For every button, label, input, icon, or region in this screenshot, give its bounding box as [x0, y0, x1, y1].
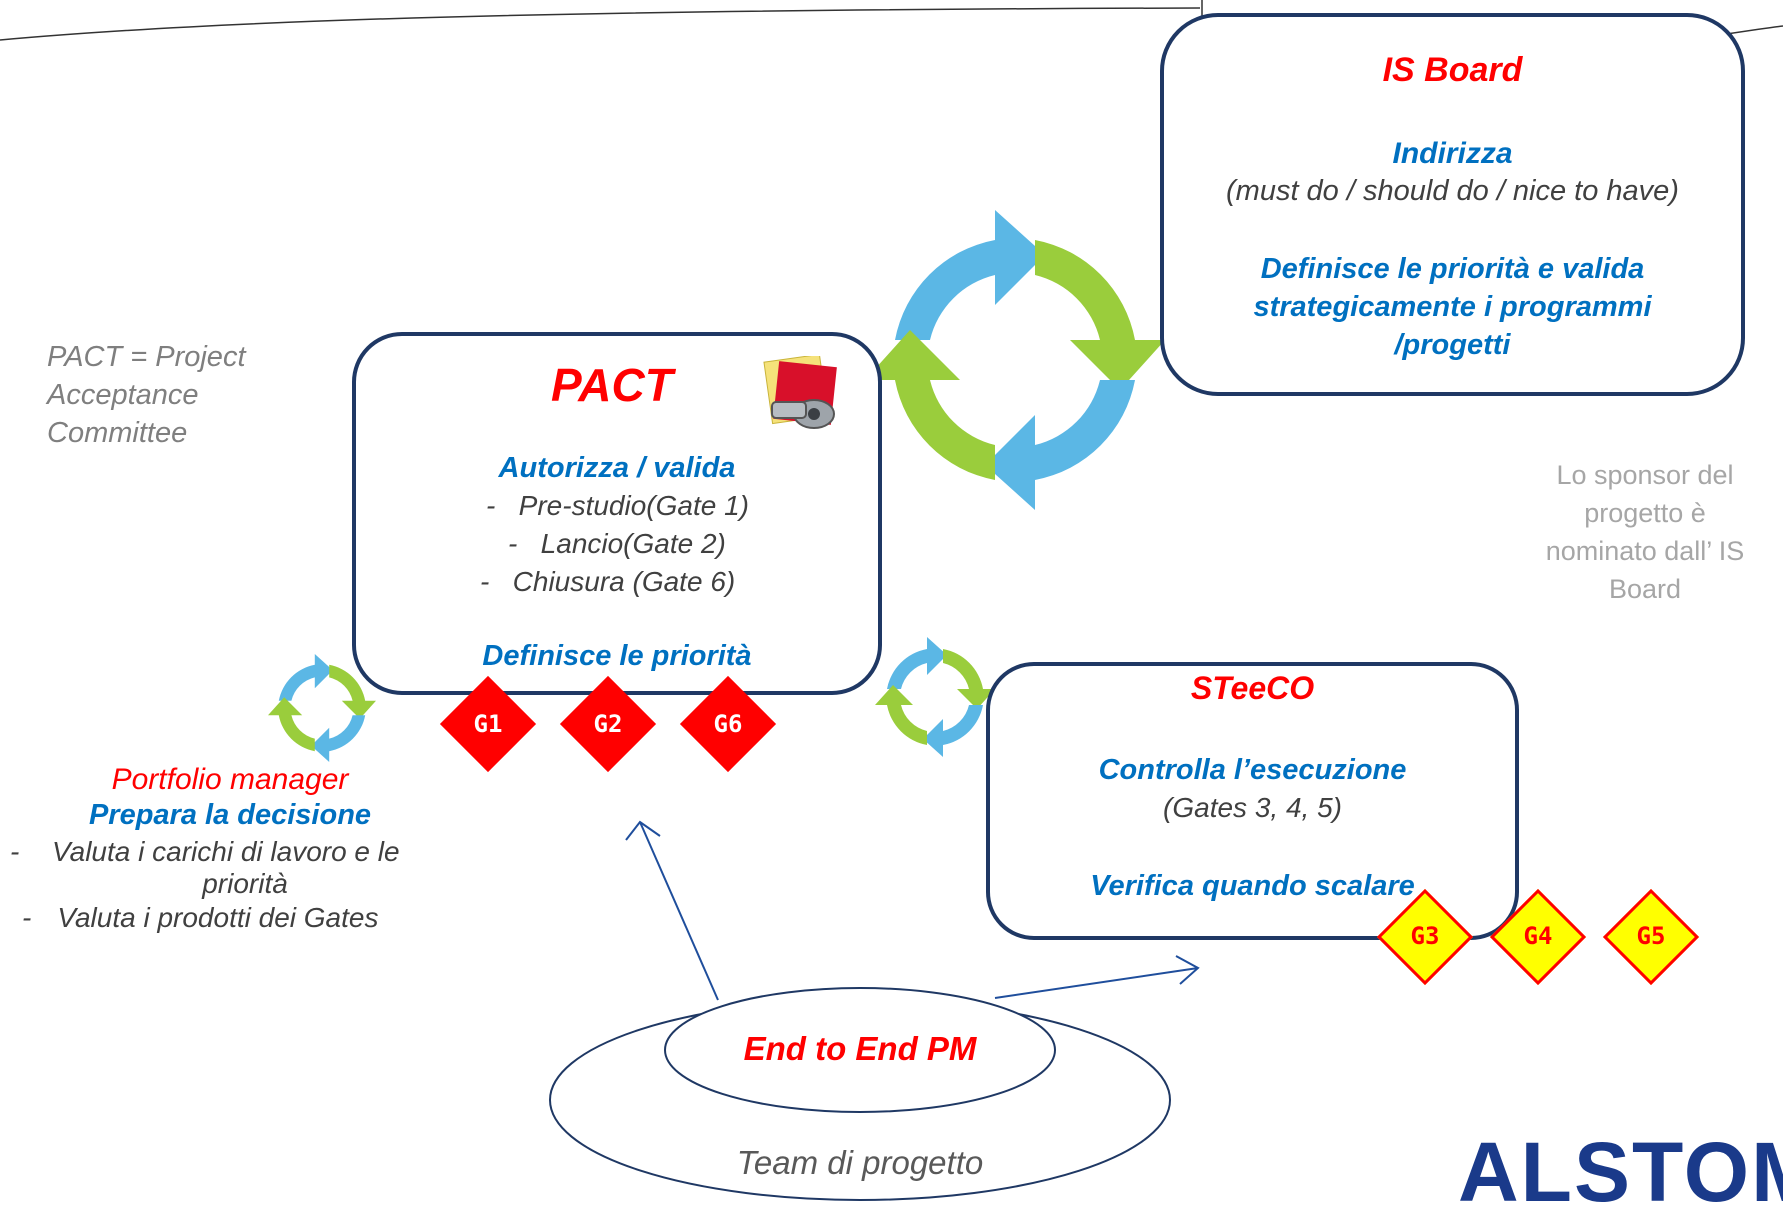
isboard-box: IS Board Indirizza (must do / should do … [1160, 13, 1745, 396]
portfolio-item-1-cont: priorità [202, 868, 288, 899]
portfolio-item-2: -Valuta i prodotti dei Gates [22, 902, 379, 933]
cycle-arrow-blue-bottom [985, 380, 1135, 510]
arrow-to-steeco-line [994, 967, 1199, 999]
portfolio-item-1-text: Valuta i carichi di lavoro e le [52, 836, 400, 867]
isboard-heading: Indirizza [1392, 137, 1513, 170]
cycle-arrow-green-right [1035, 240, 1165, 390]
pact-item-2: - Lancio(Gate 2) [508, 528, 726, 559]
sponsor-note-line-3: nominato dall’ IS [1545, 536, 1745, 566]
isboard-subheading: (must do / should do / nice to have) [1226, 175, 1679, 207]
gate-g5-label: G5 [1636, 922, 1666, 950]
sponsor-note-line-2: progetto è [1584, 498, 1706, 528]
team-label: Team di progetto [736, 1144, 984, 1181]
cycle-arrow-green-left [865, 330, 995, 480]
sponsor-note: Lo sponsor del progetto è nominato dall’… [1500, 456, 1783, 608]
steeco-box: STeeCO Controlla l’esecuzione (Gates 3, … [986, 662, 1519, 940]
portfolio-heading: Prepara la decisione [88, 799, 372, 831]
pact-item-1: - Pre-studio(Gate 1) [486, 490, 749, 521]
pact-box: PACT Autorizza / valida - Pre-studio(Gat… [352, 332, 882, 695]
pact-footer: Definisce le priorità [482, 640, 752, 672]
small-cycle-left-icon [268, 654, 376, 762]
gate-g6-label: G6 [713, 710, 743, 738]
pact-note-line-3: Committee [47, 417, 188, 449]
e2e-ellipse [664, 987, 1056, 1113]
top-rule-line [0, 7, 1201, 41]
portfolio-item-1: - Valuta i carichi di lavoro e le priori… [0, 836, 460, 900]
large-cycle-arrows-icon [865, 210, 1165, 510]
e2e-title: End to End PM [743, 1030, 977, 1067]
whistle-icon [758, 353, 844, 436]
sponsor-note-line-4: Board [1608, 574, 1682, 604]
steeco-heading: Controlla l’esecuzione [1098, 754, 1407, 786]
arrow-to-steeco-head [1175, 955, 1200, 985]
gate-g2-label: G2 [593, 710, 623, 738]
pact-title: PACT [551, 359, 673, 411]
pact-item-3: - Chiusura (Gate 6) [480, 566, 736, 597]
isboard-body-line-2: strategicamente i programmi [1253, 291, 1652, 323]
pact-item-3-text: Chiusura (Gate 6) [512, 566, 736, 597]
sponsor-note-line-1: Lo sponsor del [1556, 460, 1734, 490]
alstom-logo: ALSTOM [1458, 1125, 1783, 1219]
isboard-title: IS Board [1382, 51, 1523, 89]
gate-g1-label: G1 [473, 710, 503, 738]
pact-heading: Autorizza / valida [498, 452, 736, 484]
gate-g3-label: G3 [1410, 922, 1440, 950]
pact-note-line-1: PACT = Project [47, 341, 246, 373]
steeco-title: STeeCO [1190, 670, 1315, 706]
gate-g4-label: G4 [1523, 922, 1553, 950]
portfolio-item-2-text: Valuta i prodotti dei Gates [57, 902, 379, 933]
cycle-arrow-blue-top [895, 210, 1045, 340]
arrow-to-pact-line [639, 821, 719, 1001]
isboard-body-line-3: /progetti [1394, 329, 1511, 361]
pact-note: PACT = Project Acceptance Committee [47, 338, 246, 452]
arrow-to-pact-head [625, 820, 661, 841]
portfolio-title: Portfolio manager [111, 763, 349, 796]
small-cycle-middle-icon [875, 637, 995, 757]
steeco-footer: Verifica quando scalare [1090, 870, 1415, 902]
isboard-body-line-1: Definisce le priorità e valida [1260, 253, 1645, 285]
portfolio-section: Portfolio manager Prepara la decisione -… [0, 763, 460, 934]
pact-item-2-text: Lancio(Gate 2) [540, 528, 726, 559]
pact-item-1-text: Pre-studio(Gate 1) [518, 490, 749, 521]
pact-note-line-2: Acceptance [47, 379, 199, 411]
steeco-subheading: (Gates 3, 4, 5) [1163, 792, 1342, 823]
